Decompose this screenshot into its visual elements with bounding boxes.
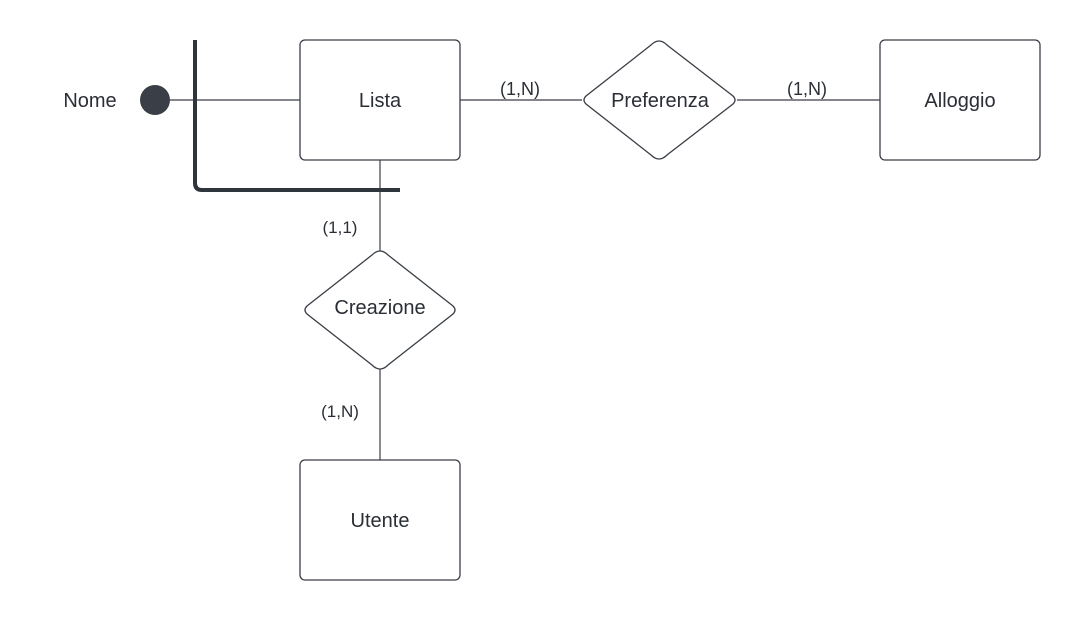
entity-box-lista (299, 39, 461, 161)
cardinality-utente-creazione: (1,N) (321, 402, 359, 421)
attribute-dot-nome (140, 85, 170, 115)
cardinality-lista-preferenza: (1,N) (500, 79, 540, 99)
relationship-label-creazione: Creazione (334, 297, 425, 319)
attribute-label-nome: Nome (63, 90, 116, 112)
entity-box-alloggio (879, 39, 1041, 161)
cardinality-alloggio-preferenza: (1,N) (787, 79, 827, 99)
entity-box-utente (299, 459, 461, 581)
entity-utente[interactable]: Utente (299, 459, 461, 581)
relationship-creazione[interactable]: Creazione (304, 250, 456, 370)
relationship-preferenza[interactable]: Preferenza (583, 40, 736, 160)
cardinality-lista-creazione: (1,1) (323, 218, 358, 237)
relationship-diamond-preferenza (583, 40, 736, 160)
entity-label-alloggio: Alloggio (924, 90, 995, 112)
entity-lista[interactable]: Lista (299, 39, 461, 161)
entity-alloggio[interactable]: Alloggio (879, 39, 1041, 161)
relationship-diamond-creazione (304, 250, 456, 370)
identifier-bracket (193, 40, 400, 192)
entity-label-lista: Lista (359, 90, 402, 112)
entity-label-utente: Utente (351, 510, 410, 532)
relationship-label-preferenza: Preferenza (611, 90, 710, 112)
